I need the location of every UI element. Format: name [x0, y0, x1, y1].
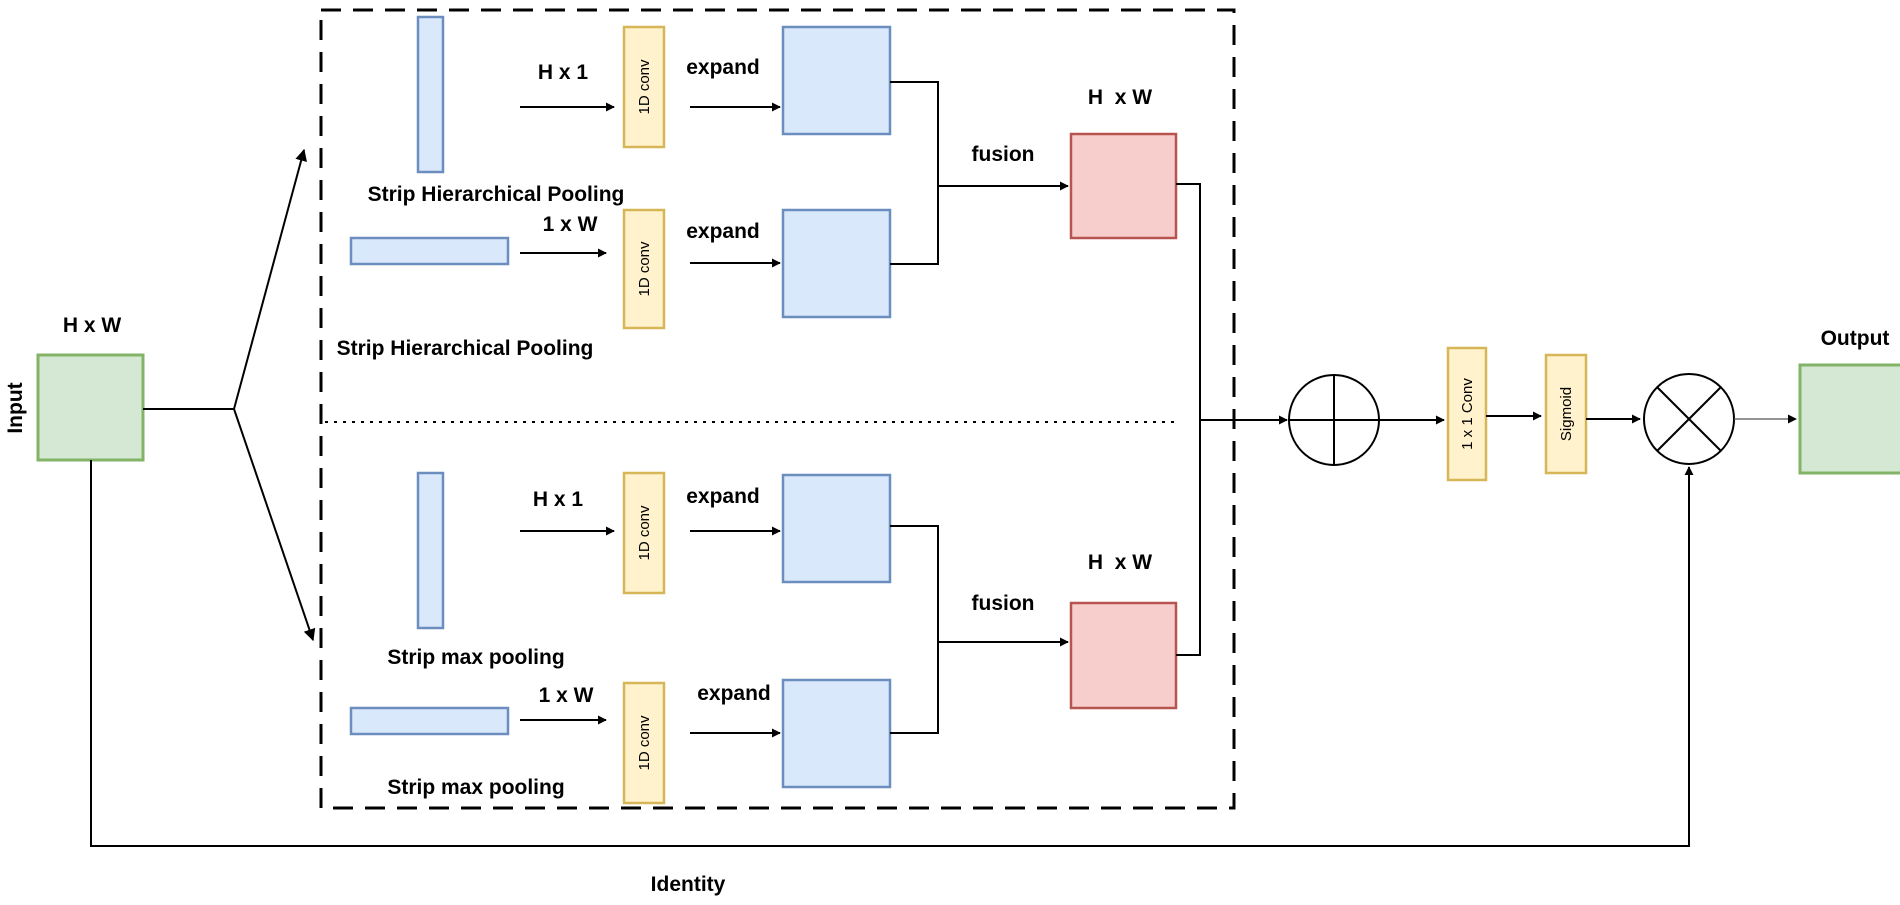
top-expand-2-label: expand [686, 220, 760, 243]
top-strip-h-size: H x 1 [538, 61, 589, 84]
identity-label: Identity [651, 873, 726, 896]
bottom-expanded-map-1 [781, 473, 892, 584]
bottom-vertical-strip [416, 471, 445, 630]
bottom-strip-h-label: Strip max pooling [387, 646, 564, 669]
top-fusion-wire-2 [890, 186, 939, 265]
pointwise-conv [1446, 346, 1488, 482]
bottom-strip-w-size: 1 x W [539, 684, 594, 707]
top-conv-1-label: 1D conv [636, 59, 653, 115]
top-expand-1-label: expand [686, 56, 760, 79]
bottom-expand-2-label: expand [697, 682, 771, 705]
bottom-conv-2-label: 1D conv [636, 715, 653, 771]
top-fused-to-sum-wire [1176, 183, 1201, 656]
module-boundary [319, 8, 1236, 810]
identity-skip-connection [90, 460, 1694, 847]
bottom-fusion-wire-2 [890, 642, 939, 734]
input-label: Input [4, 382, 27, 433]
bottom-expanded-map-2 [781, 678, 892, 789]
top-strip-w-size: 1 x W [543, 213, 598, 236]
multiply-x-2 [1656, 386, 1722, 452]
input-feature-map [36, 353, 145, 462]
sigmoid-block [1544, 353, 1588, 475]
split-to-bottom-arrow [233, 408, 316, 642]
top-strip-h-label: Strip Hierarchical Pooling [368, 183, 625, 206]
top-fused-size-label: H x W [1088, 86, 1152, 109]
top-conv-2-label: 1D conv [636, 241, 653, 297]
sigmoid-label: Sigmoid [1558, 387, 1575, 441]
top-conv-2 [622, 208, 666, 330]
bottom-strip-w-label: Strip max pooling [387, 776, 564, 799]
top-fusion-wire-1 [890, 81, 939, 186]
bottom-conv-2 [622, 681, 666, 805]
bottom-horizontal-strip [349, 706, 510, 736]
top-strip-w-label: Strip Hierarchical Pooling [337, 337, 594, 360]
top-horizontal-strip [349, 236, 510, 266]
split-to-top-arrow [233, 148, 307, 410]
top-fused-map [1069, 132, 1178, 240]
bottom-strip-h-size: H x 1 [533, 488, 584, 511]
top-expanded-map-2 [781, 208, 892, 319]
top-conv-1 [622, 25, 666, 149]
output-feature-map [1798, 363, 1900, 475]
output-label: Output [1821, 327, 1890, 350]
bottom-fused-size-label: H x W [1088, 551, 1152, 574]
bottom-fusion-label: fusion [972, 592, 1035, 615]
input-size-label: H x W [63, 314, 122, 337]
pointwise-conv-label: 1 x 1 Conv [1459, 378, 1476, 450]
bottom-fused-map [1069, 601, 1178, 710]
bottom-conv-1-label: 1D conv [636, 505, 653, 561]
bottom-fusion-wire-1 [890, 525, 939, 642]
bottom-conv-1 [622, 471, 666, 595]
top-expanded-map-1 [781, 25, 892, 136]
bottom-expand-1-label: expand [686, 485, 760, 508]
top-vertical-strip [416, 15, 445, 174]
top-fusion-label: fusion [972, 143, 1035, 166]
